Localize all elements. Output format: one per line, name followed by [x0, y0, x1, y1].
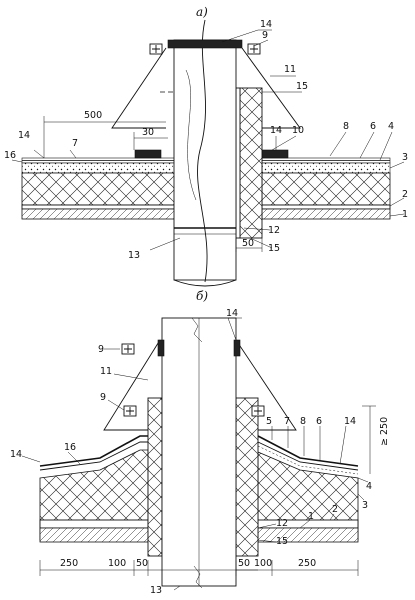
panel-a-umbrella-right — [241, 47, 301, 129]
b-callout-14-right: 14 — [344, 416, 356, 427]
panel-b-dimensions: 250 100 50 50 100 250 ≥ 250 — [39, 405, 390, 576]
panel-b-sleeve-left — [147, 397, 163, 557]
panel-b-sleeve-right — [235, 397, 259, 557]
a-callout-14-left: 14 — [18, 130, 30, 141]
panel-b-label: б) — [196, 289, 208, 303]
a-callout-10: 10 — [292, 125, 304, 136]
b-dim-100-right: 100 — [254, 558, 272, 569]
b-callout-8: 8 — [300, 416, 306, 427]
b-callout-4: 4 — [366, 481, 372, 492]
a-callout-14-mid: 14 — [270, 125, 282, 136]
a-callout-8: 8 — [343, 121, 349, 132]
b-callout-14-left: 14 — [10, 449, 22, 460]
b-callout-6: 6 — [316, 416, 322, 427]
a-dim-50: 50 — [242, 238, 254, 249]
a-callout-7: 7 — [72, 138, 78, 149]
panel-a-roof-left — [21, 149, 179, 220]
panel-a-clamp-right — [261, 149, 289, 159]
panel-b-callouts: 14 9 11 9 5 7 8 6 14 4 3 2 1 12 — [10, 308, 372, 596]
a-callout-15-bot: 15 — [268, 243, 280, 254]
panel-a-dimensions: 500 30 50 — [43, 110, 263, 252]
panel-a-pipe — [167, 19, 243, 287]
b-dim-250-vert: ≥ 250 — [379, 417, 390, 446]
b-dim-50-left: 50 — [136, 558, 148, 569]
panel-b: б) — [10, 289, 390, 596]
panel-a-umbrella-left — [111, 47, 167, 129]
panel-b-roof-left — [39, 435, 149, 543]
a-callout-3: 3 — [402, 152, 408, 163]
a-callout-15-top: 15 — [296, 81, 308, 92]
b-callout-12: 12 — [276, 518, 288, 529]
a-callout-4: 4 — [388, 121, 394, 132]
b-dim-250-right: 250 — [298, 558, 316, 569]
a-dim-30: 30 — [142, 127, 154, 138]
b-callout-9-top: 9 — [98, 344, 104, 355]
b-callout-9-low: 9 — [100, 392, 106, 403]
panel-a-label: а) — [196, 5, 208, 19]
panel-b-umbrella-left — [103, 339, 161, 431]
b-callout-11: 11 — [100, 366, 112, 377]
a-callout-6: 6 — [370, 121, 376, 132]
panel-b-pipe — [157, 317, 241, 589]
a-callout-12: 12 — [268, 225, 280, 236]
panel-b-umbrella-right — [235, 339, 297, 431]
a-callout-16: 16 — [4, 150, 16, 161]
a-callout-11: 11 — [284, 64, 296, 75]
a-callout-14-top: 14 — [260, 19, 272, 30]
panel-a: а) — [4, 5, 408, 287]
b-dim-50-right: 50 — [238, 558, 250, 569]
b-callout-16: 16 — [64, 442, 76, 453]
panel-b-roof-right — [257, 435, 359, 543]
b-callout-13: 13 — [150, 585, 162, 596]
a-callout-13: 13 — [128, 250, 140, 261]
b-callout-14-top: 14 — [226, 308, 238, 319]
b-callout-15: 15 — [276, 536, 288, 547]
panel-a-clamp-band — [167, 39, 243, 49]
a-dim-500: 500 — [84, 110, 102, 121]
b-callout-1: 1 — [308, 511, 314, 522]
a-callout-9: 9 — [262, 30, 268, 41]
panel-a-roof-right — [261, 149, 391, 220]
b-callout-5: 5 — [266, 416, 272, 427]
b-dim-250-left: 250 — [60, 558, 78, 569]
b-dim-100-left: 100 — [108, 558, 126, 569]
panel-a-sleeve-insulation — [239, 87, 263, 239]
panel-a-clamp-left — [134, 149, 162, 159]
panel-a-callouts: 14 9 11 15 10 14 8 6 4 3 2 1 12 — [4, 19, 408, 261]
a-callout-2: 2 — [402, 189, 408, 200]
b-callout-7: 7 — [284, 416, 290, 427]
b-callout-2: 2 — [332, 504, 338, 515]
b-callout-3: 3 — [362, 500, 368, 511]
a-callout-1: 1 — [402, 209, 408, 220]
